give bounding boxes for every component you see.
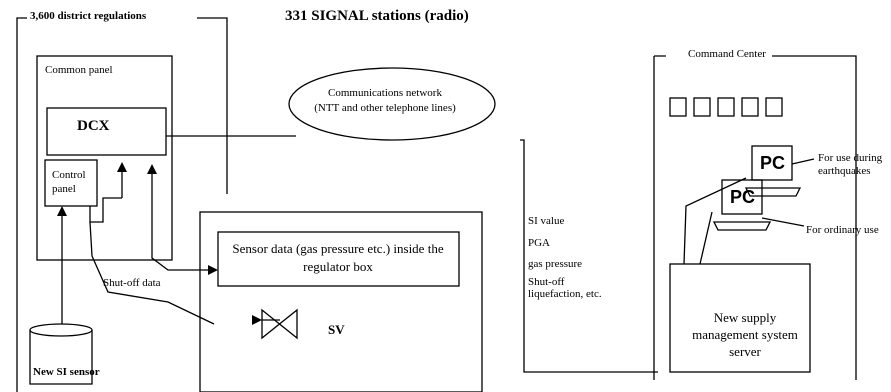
- new-si-sensor-label: New SI sensor: [33, 366, 100, 378]
- page-title: 331 SIGNAL stations (radio): [285, 8, 469, 24]
- network-label: Communications network (NTT and other te…: [296, 86, 474, 116]
- server-box: [669, 263, 811, 373]
- pc-ordinary-label: PC: [730, 187, 756, 207]
- network-line2: (NTT and other telephone lines): [314, 102, 456, 114]
- dcx-box: [46, 107, 167, 156]
- si-sensor: [29, 330, 93, 385]
- command-center-box: [653, 55, 857, 380]
- dcx-label: DCX: [77, 118, 110, 134]
- district-label: 3,600 district regulations: [30, 10, 147, 22]
- control-panel-label: Control panel: [52, 169, 86, 195]
- shutoff-data-label: Shut-off data: [103, 277, 161, 289]
- sensor-data-box: [217, 231, 460, 287]
- command-center-label: Command Center: [688, 48, 766, 60]
- pc-earthquake-note: For use during earthquakes: [818, 152, 883, 177]
- pc-earthquake: [751, 145, 793, 181]
- pc-ordinary-note: For ordinary use: [806, 224, 879, 236]
- common-panel-label: Common panel: [45, 64, 113, 76]
- data-item: PGA: [528, 236, 551, 249]
- network-ellipse: [288, 67, 496, 141]
- pc-earthquake-label: PC: [760, 153, 786, 173]
- data-items-list: SI value PGA gas pressure Shut-off lique…: [528, 211, 602, 300]
- control-panel-box: [44, 159, 98, 207]
- network-line1: Communications network: [328, 87, 442, 99]
- data-item: liquefaction, etc.: [528, 287, 602, 300]
- signal-zone-box: [199, 211, 483, 392]
- data-item: SI value: [528, 215, 565, 227]
- common-panel-box: [36, 55, 173, 261]
- district-box: [16, 17, 228, 392]
- sv-valve: [261, 308, 298, 340]
- data-item: Shut-off: [528, 275, 565, 288]
- sensor-data-label: Sensor data (gas pressure etc.) inside t…: [232, 241, 444, 274]
- server-label: New supply management system server: [692, 310, 798, 359]
- sv-label: SV: [328, 322, 345, 337]
- data-item: gas pressure: [528, 258, 583, 270]
